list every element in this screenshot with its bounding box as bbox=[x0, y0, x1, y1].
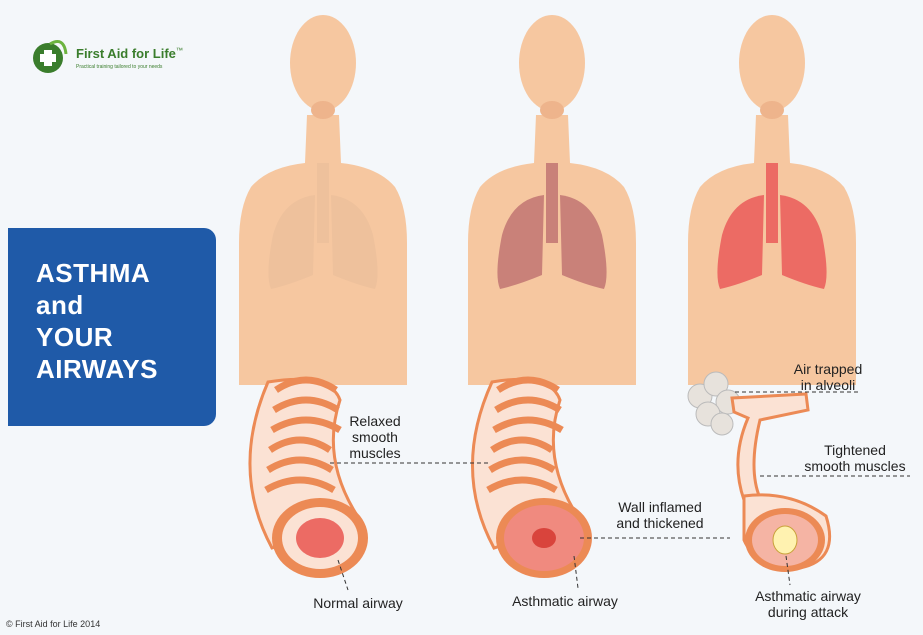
leader-lines bbox=[330, 392, 910, 590]
normal-lumen bbox=[296, 518, 344, 558]
copyright-icon: © bbox=[6, 619, 13, 629]
airway-normal bbox=[250, 379, 368, 578]
trachea-normal bbox=[317, 163, 329, 243]
copyright-text: First Aid for Life 2014 bbox=[15, 619, 100, 629]
copyright-notice: © First Aid for Life 2014 bbox=[6, 619, 100, 629]
asthmatic-lumen bbox=[532, 528, 556, 548]
mucus-plug bbox=[773, 526, 797, 554]
torso-normal bbox=[239, 15, 407, 385]
airway-asthmatic bbox=[472, 379, 592, 578]
label-normal-airway: Normal airway bbox=[298, 595, 418, 611]
label-asthmatic-airway: Asthmatic airway bbox=[495, 593, 635, 609]
trachea-asthmatic bbox=[546, 163, 558, 243]
trachea-attack bbox=[766, 163, 778, 243]
torso-attack bbox=[688, 15, 856, 385]
torso-asthmatic bbox=[468, 15, 636, 385]
